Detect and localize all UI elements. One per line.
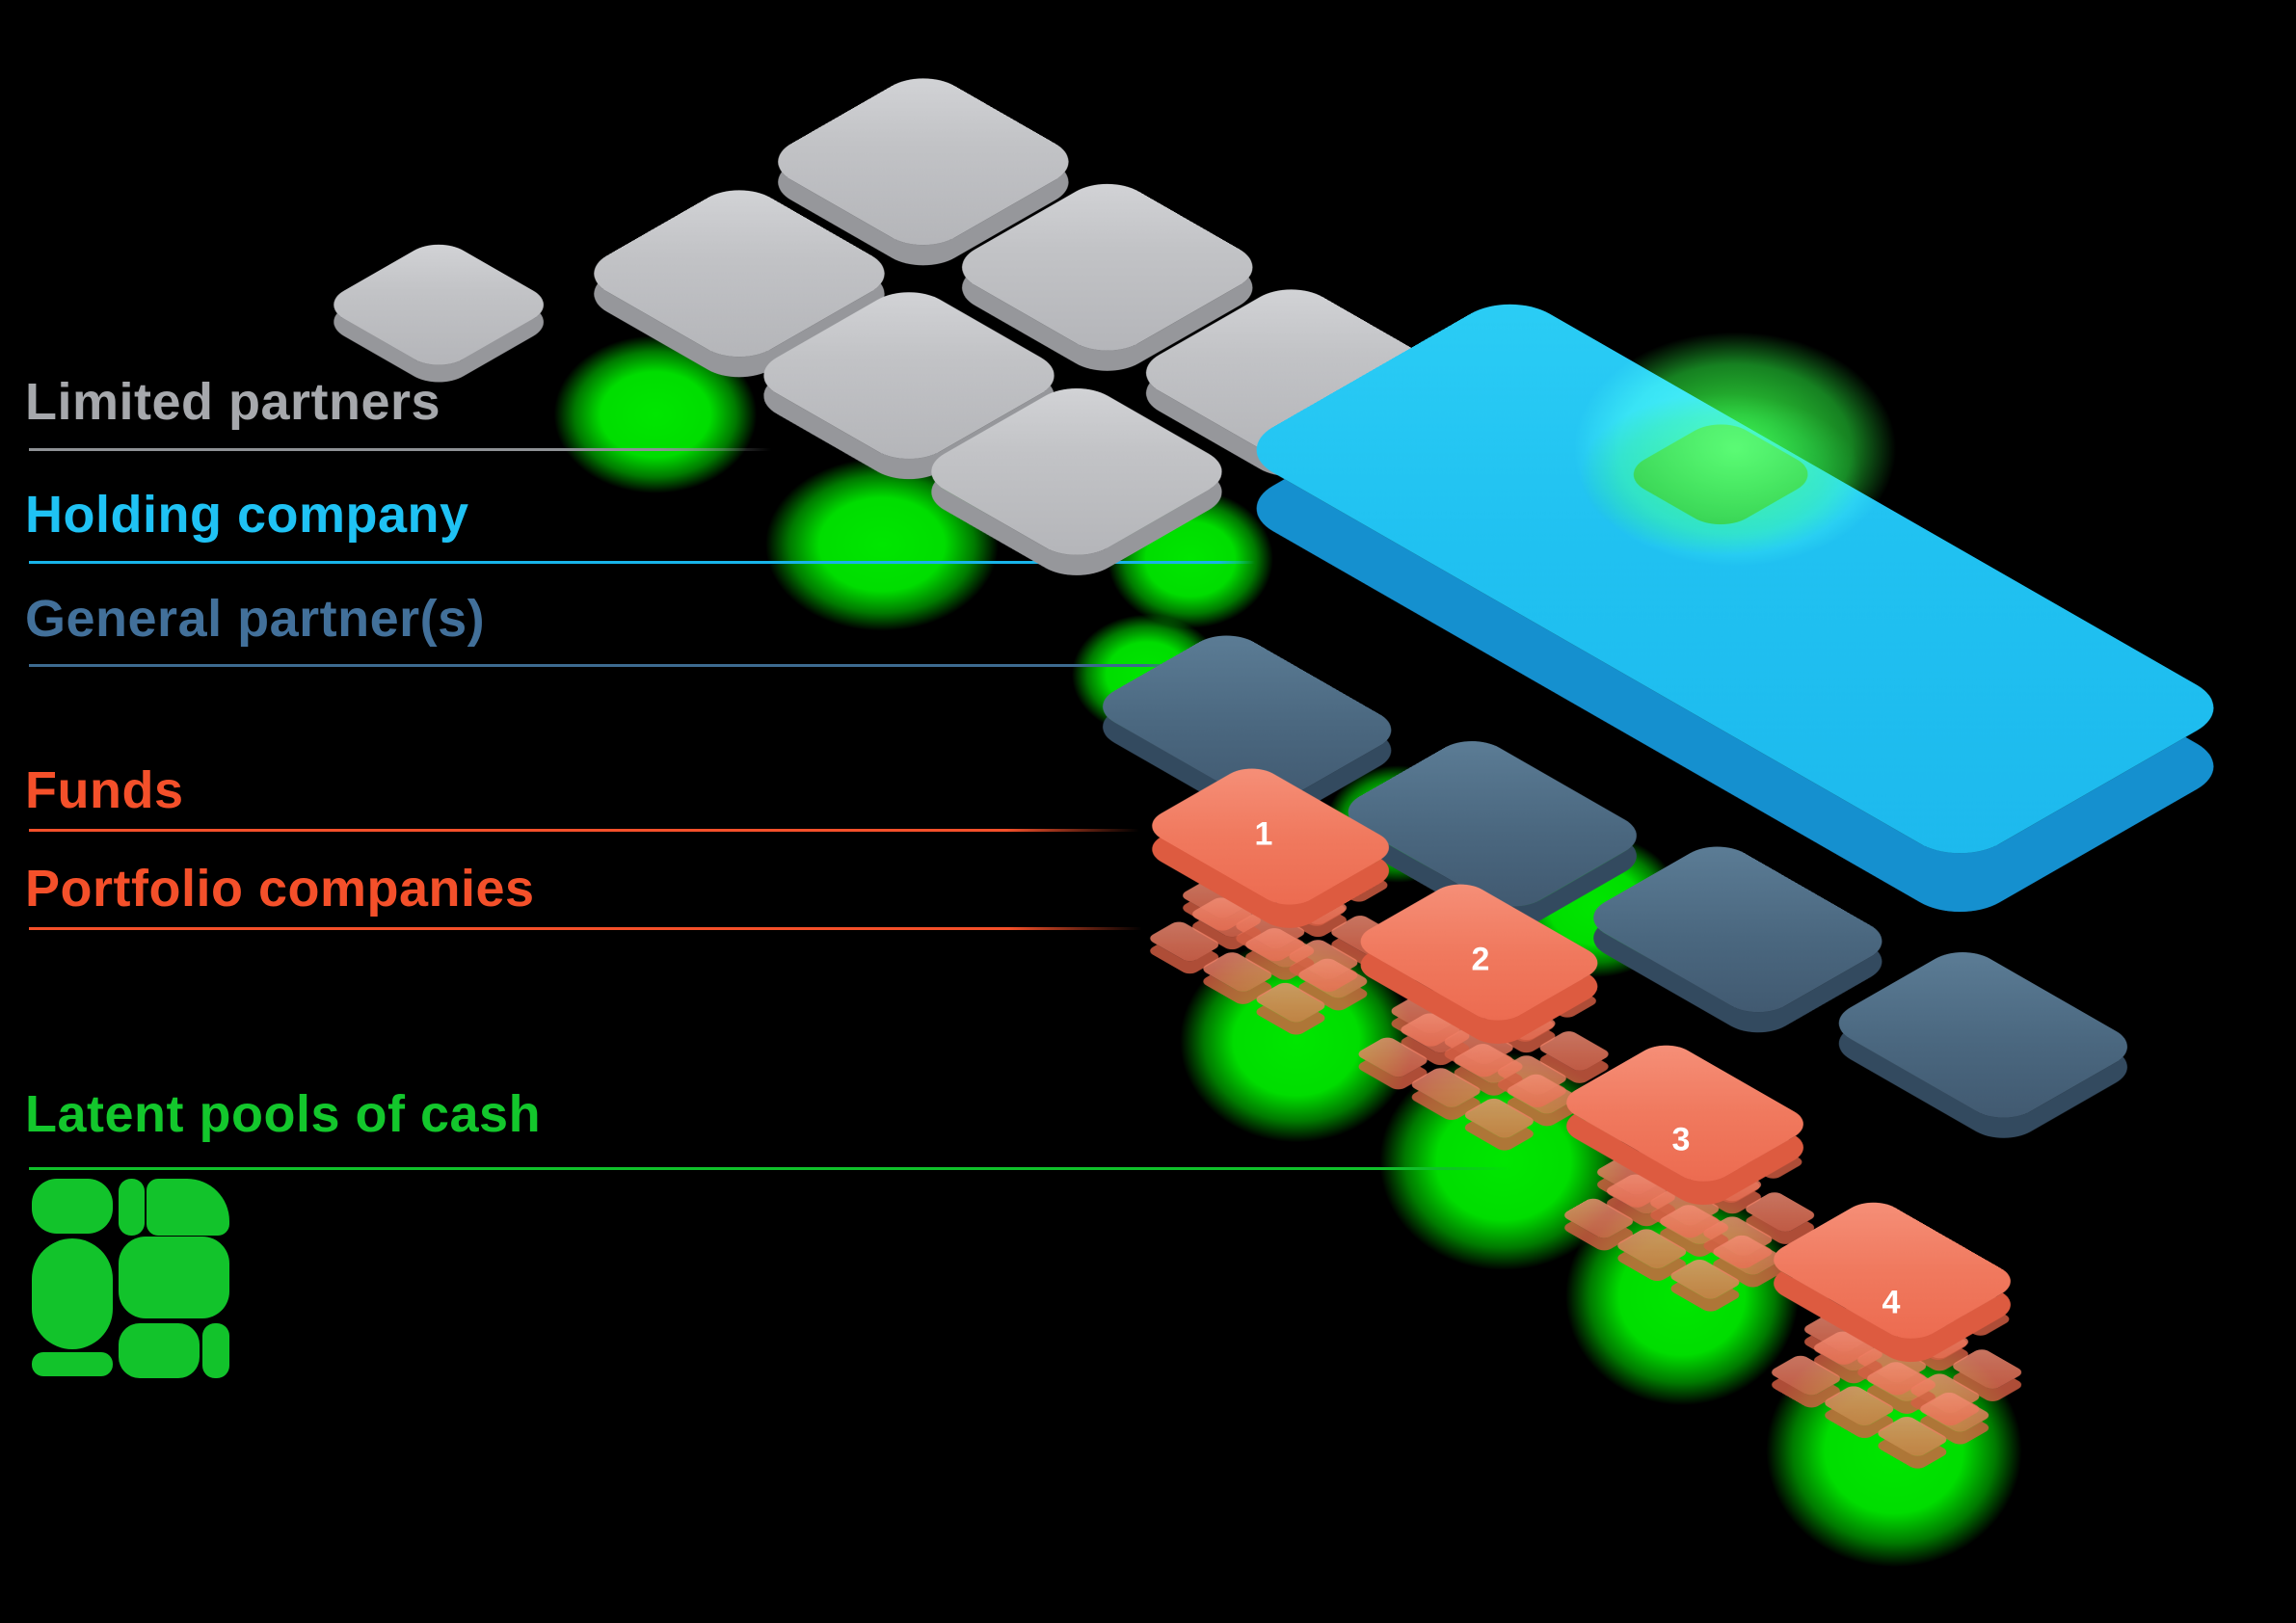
- cash-pool-glow: [1523, 295, 1947, 603]
- funds-line: [29, 829, 1139, 832]
- label-portfolio-companies: Portfolio companies: [25, 860, 535, 918]
- icon-shape: [119, 1237, 229, 1318]
- latent-pools-line: [29, 1167, 1513, 1170]
- label-limited-partners: Limited partners: [25, 373, 441, 431]
- icon-shape: [32, 1352, 113, 1376]
- label-general-partners: General partner(s): [25, 590, 486, 648]
- general-partner-tile: [1823, 943, 2144, 1128]
- label-holding-company: Holding company: [25, 486, 469, 544]
- icon-shape: [202, 1323, 229, 1378]
- fund-number-1: 1: [1254, 815, 1273, 853]
- icon-shape: [119, 1323, 200, 1378]
- limited-partners-line: [29, 448, 771, 451]
- icon-shape: [32, 1238, 113, 1349]
- fund-number-4: 4: [1882, 1284, 1901, 1321]
- label-funds: Funds: [25, 761, 184, 819]
- holding-company-line: [29, 561, 1255, 564]
- icon-shape: [32, 1179, 113, 1234]
- icon-shape: [147, 1179, 229, 1236]
- general-partners-line: [29, 664, 1189, 667]
- label-latent-pools: Latent pools of cash: [25, 1085, 542, 1143]
- fund-number-2: 2: [1471, 941, 1490, 978]
- fund-number-3: 3: [1671, 1121, 1691, 1158]
- limited-partner-tile: [319, 236, 558, 374]
- latent-pools-icon: [32, 1178, 230, 1378]
- portfolio-companies-line: [29, 927, 1142, 930]
- icon-shape: [119, 1179, 145, 1236]
